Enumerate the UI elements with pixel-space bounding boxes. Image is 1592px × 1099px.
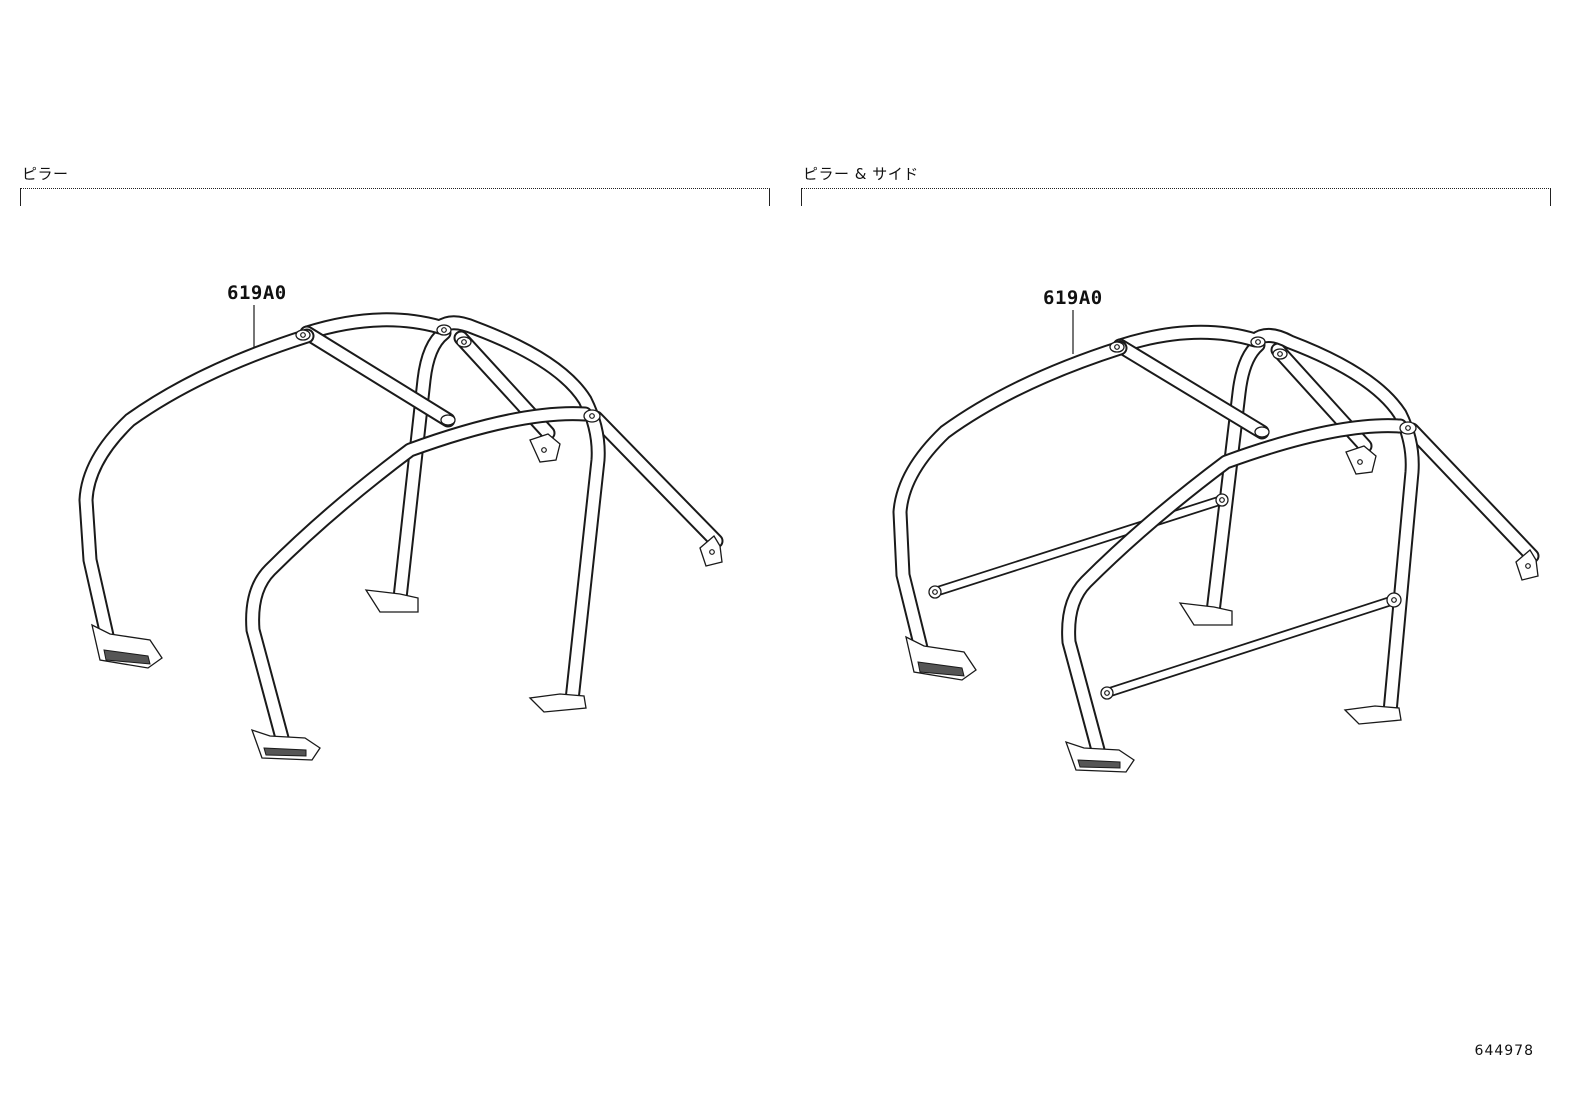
- panel-title-pillar-and-side: ピラー & サイド: [803, 165, 919, 183]
- roll-cage-pillar-and-side-illustration: [892, 310, 1540, 773]
- section-bracket-left: [20, 188, 770, 206]
- figure-number: 644978: [1474, 1043, 1534, 1059]
- section-bracket-right: [801, 188, 1551, 206]
- roll-cage-pillar-illustration: [78, 305, 724, 761]
- panel-title-pillar: ピラー: [22, 165, 69, 183]
- part-callout-right: 619A0: [1043, 287, 1103, 309]
- part-callout-left: 619A0: [227, 282, 287, 304]
